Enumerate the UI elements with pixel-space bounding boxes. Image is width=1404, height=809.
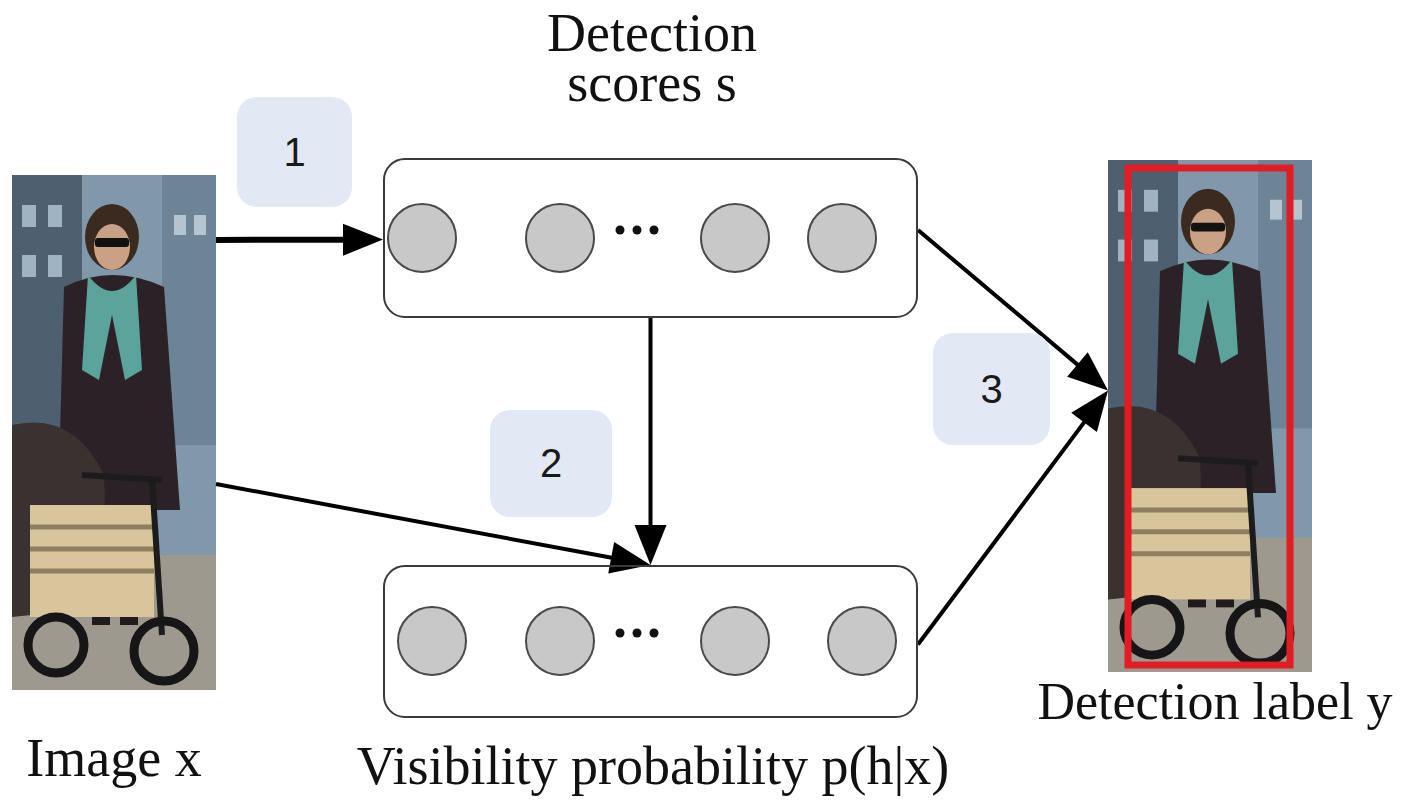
node-label: Detection scores s [512,8,792,108]
arrow-head [1071,390,1108,432]
arrow-connector [635,318,667,565]
callout-number: 2 [540,441,562,486]
detection-box [1128,168,1290,665]
arrow-connector [216,224,383,256]
label-holder: Image x [0,728,228,788]
callout-badge: 2 [490,410,612,517]
node-label: Image x [0,728,228,788]
visibility-layer-box: Visibility probability p(h|x) [383,565,918,718]
label-holder: Detection scores s [512,8,792,108]
score-layer-box: Detection scores s [383,158,918,318]
callout-number: 3 [980,367,1002,412]
score-units [383,158,918,318]
connector-line [918,421,1085,645]
callout-badge: 3 [933,333,1050,445]
arrow-head [343,224,383,256]
arrow-head [608,542,650,573]
connector-line [216,237,345,243]
label-holder: Visibility probability p(h|x) [293,736,1013,796]
callout-number: 1 [283,130,305,175]
node-label: Detection label y [1034,674,1396,730]
callout-badge: 1 [237,97,352,207]
node-label: Visibility probability p(h|x) [293,736,1013,796]
connector-line [649,318,653,527]
image-node: Image x [12,175,216,690]
output-node: Detection label y [1108,160,1312,672]
arrow-head [1067,352,1108,390]
label-holder: Detection label y [1034,674,1396,730]
output-photo [1108,160,1312,672]
input-photo [12,175,216,690]
visibility-units [383,565,918,718]
